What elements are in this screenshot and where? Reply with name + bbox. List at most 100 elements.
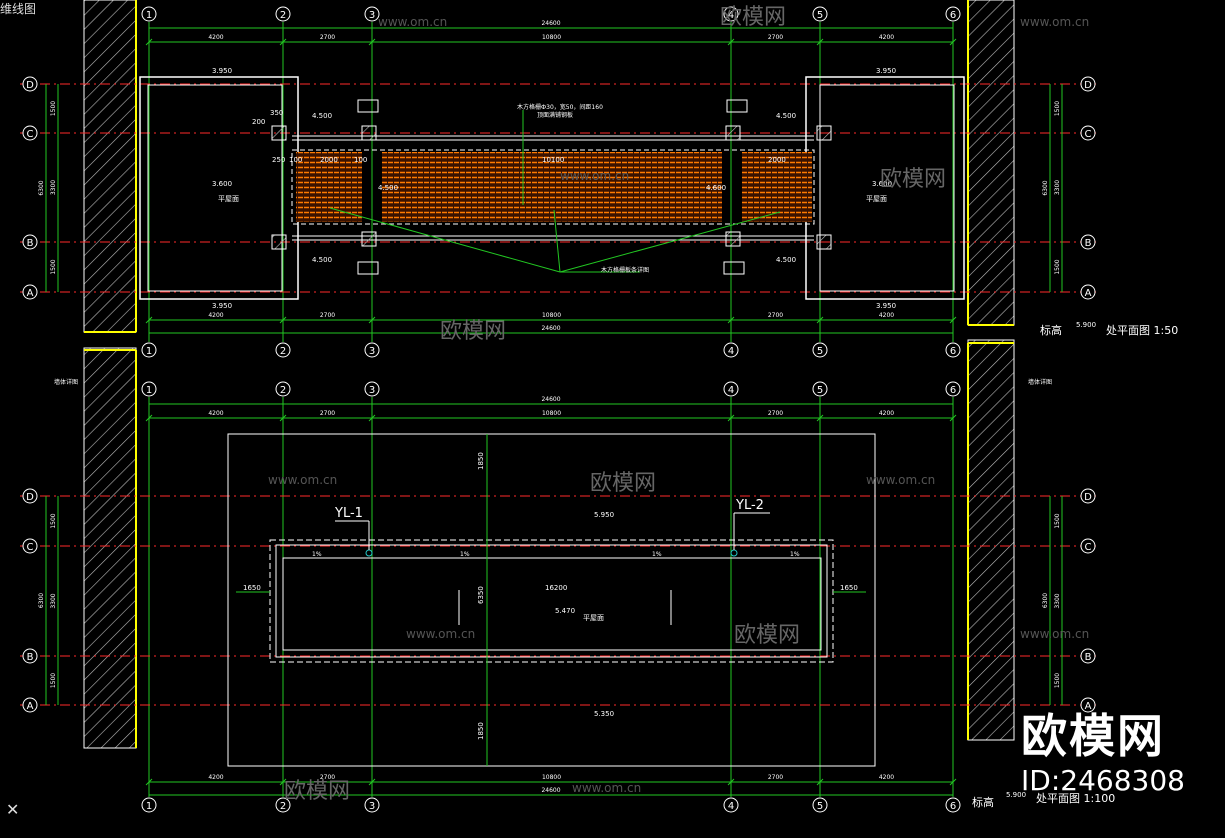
side-dim-total: 6300 [38,180,45,195]
axis-number: 4 [728,385,734,396]
axis-bubble-4 [723,797,739,813]
dim-label: 1850 [477,452,485,470]
dim-tick [816,38,824,46]
axis-number: 5 [817,10,823,21]
dim-text: 10800 [542,774,561,781]
dim-tick [279,38,287,46]
watermark-brand: 欧模网 [880,167,946,192]
axis-letter: A [27,701,34,712]
elev-label: 4.500 [776,112,796,120]
dim-label: 100 [289,156,302,164]
axis-number: 4 [728,346,734,357]
axis-number: 6 [950,346,956,357]
dim-label: 2000 [768,156,786,164]
axis-bubble-5 [812,797,828,813]
dim-text: 2700 [320,34,335,41]
dim-total-text: 24600 [541,325,560,332]
deck-note-2: 顶面满铺钢板 [537,111,573,119]
elev-label: 3.950 [876,302,896,310]
axis-bubble-C [1080,538,1096,554]
slope-label: 1% [460,551,470,558]
axis-bubble-5 [812,6,828,22]
axis-bubble-3 [364,342,380,358]
bottom-plan-labels: YL-1 YL-2 5.950 5.470 5.350 平屋面 16200 16… [54,378,1052,740]
side-dim-text: 1500 [1054,101,1061,116]
side-dim-text: 3300 [1054,180,1061,195]
dim-tick [949,778,957,786]
watermark-site: www.om.cn [406,627,475,641]
right-wall-hatch [967,0,1015,741]
dim-tick [145,414,153,422]
axis-bubble-D [22,488,38,504]
axis-bubble-5 [812,381,828,397]
close-icon[interactable]: ✕ [6,800,20,819]
axis-letter: B [1085,238,1092,249]
yl2-marker [730,549,738,557]
dim-text: 2700 [320,312,335,319]
elev-label: 5.950 [594,511,614,519]
axis-bubble-A [22,284,38,300]
dim-label: 1650 [243,584,261,592]
axis-letter: A [1085,288,1092,299]
dim-text: 4200 [879,410,894,417]
top-plan [139,76,965,300]
side-dim-total: 6300 [38,593,45,608]
axis-number: 5 [817,801,823,812]
watermark-site: www.om.cn [572,781,641,795]
axis-number: 1 [146,385,152,396]
elev-label: 4.500 [378,184,398,192]
yl2-label: YL-2 [735,498,764,513]
dim-tick [145,316,153,324]
dim-text: 2700 [320,774,335,781]
elev-label: 4.500 [776,256,796,264]
wall-note: 墙体详图 [1028,378,1052,386]
dim-tick [727,316,735,324]
dim-label: 350 [270,109,283,117]
dim-tick [816,778,824,786]
elev-label: 5.350 [594,710,614,718]
axis-bubble-D [1080,76,1096,92]
room-label: 平屋面 [866,195,887,203]
dim-tick [727,414,735,422]
axis-number: 6 [950,385,956,396]
wall-note: 墙体详图 [54,378,78,386]
dim-text: 4200 [208,312,223,319]
axis-number: 2 [280,385,286,396]
dim-label: 16200 [545,584,567,592]
elev-label: 5.470 [555,607,575,615]
deck-note: 木方格栅Ф30，宽50，间距160 [517,103,603,111]
dim-total-text: 24600 [541,20,560,27]
axis-number: 1 [146,801,152,812]
window-title: 维线图 [0,2,37,16]
dim-tick [145,778,153,786]
axis-bubble-2 [275,6,291,22]
top-side-caption: 标高 5.900 处平面图 1:50 [1040,321,1178,337]
axis-letter: A [1085,701,1092,712]
dim-tick [368,778,376,786]
dim-tick [279,316,287,324]
side-dim-text: 3300 [50,180,57,195]
top-plan-labels: 3.950 3.950 3.950 3.950 4.500 4.500 4.50… [212,67,896,310]
dim-text: 10800 [542,34,561,41]
axis-bubble-B [1080,234,1096,250]
dim-label: 100 [354,156,367,164]
dim-text: 2700 [768,774,783,781]
side-dim-text: 1500 [1054,673,1061,688]
side-dim-text: 1500 [1054,513,1061,528]
axis-number: 2 [280,10,286,21]
dim-text: 4200 [879,774,894,781]
axis-bubble-1 [141,342,157,358]
axis-letter: B [1085,652,1092,663]
slope-label: 1% [790,551,800,558]
dim-label: 200 [252,118,265,126]
dim-text: 4200 [208,34,223,41]
axis-bubble-C [22,538,38,554]
elev-label: 4.500 [312,256,332,264]
watermark-site: www.om.cn [866,473,935,487]
dim-tick [368,316,376,324]
watermark-site: www.om.cn [1020,627,1089,641]
side-dim-text: 1500 [50,513,57,528]
dim-tick [727,38,735,46]
